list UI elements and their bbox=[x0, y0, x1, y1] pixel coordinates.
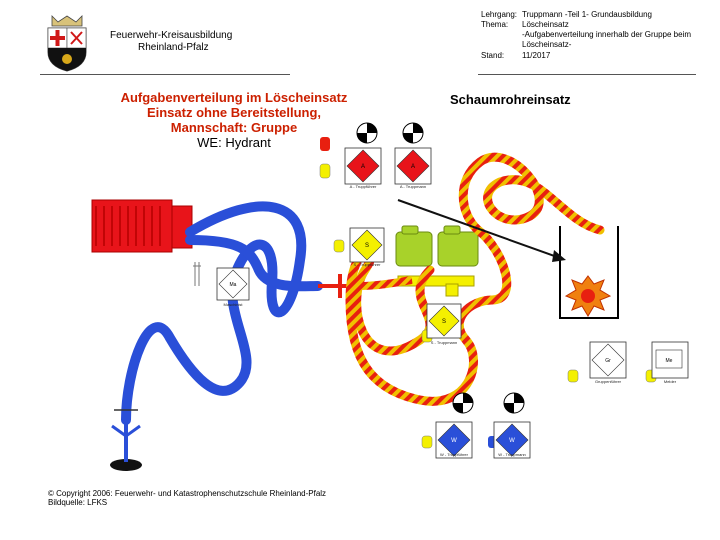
foam-nozzle-arrow bbox=[397, 199, 566, 262]
title-line-4: WE: Hydrant bbox=[197, 135, 271, 150]
header-divider-right bbox=[478, 74, 696, 75]
meta-row-topic: Thema: Löscheinsatz bbox=[481, 20, 701, 30]
meta-value: 11/2017 bbox=[522, 51, 551, 60]
symbol-a: A bbox=[361, 164, 365, 170]
footer-image-source: Bildquelle: LFKS bbox=[48, 498, 108, 507]
label-melder: Melder bbox=[663, 379, 677, 384]
fire-icon bbox=[564, 275, 612, 317]
meta-row-version: Stand: 11/2017 bbox=[481, 51, 701, 61]
label-w-truppfuehrer: W - Truppführer bbox=[439, 452, 468, 457]
meta-row-course: Lehrgang: Truppmann -Teil 1- Grundausbild… bbox=[481, 10, 701, 20]
header-divider-left bbox=[40, 74, 290, 75]
role-melder: Me bbox=[651, 341, 689, 379]
label-s-truppmann: S - Truppmann bbox=[430, 340, 458, 345]
footer-copyright: © Copyright 2006: Feuerwehr- und Katastr… bbox=[48, 489, 327, 498]
slide-title: Aufgabenverteilung im Löscheinsatz Einsa… bbox=[100, 90, 368, 150]
distributor-icon bbox=[318, 274, 362, 298]
meta-value: Truppmann -Teil 1- Grundausbildung bbox=[522, 10, 652, 19]
role-s-truppfuehrer: S bbox=[349, 227, 385, 263]
label-maschinist: Maschinist bbox=[223, 302, 243, 307]
role-maschinist: Ma bbox=[216, 267, 250, 301]
symbol-melder: Me bbox=[666, 358, 673, 364]
foam-hose-inlet bbox=[359, 276, 413, 290]
label-a-truppfuehrer: A - Truppführer bbox=[349, 184, 377, 189]
blue-hose-to-distributor bbox=[185, 235, 323, 292]
label-s-truppfuehrer: S - Truppführer bbox=[353, 262, 381, 267]
org-line-2: Rheinland-Pfalz bbox=[138, 42, 209, 53]
symbol-w: W bbox=[451, 438, 457, 444]
symbol-s: S bbox=[442, 319, 446, 325]
meta-key: Lehrgang: bbox=[481, 10, 518, 19]
role-a-truppfuehrer: A bbox=[344, 147, 382, 185]
role-w-truppmann: W bbox=[493, 421, 531, 459]
meta-value: Löscheinsatz bbox=[522, 20, 569, 29]
role-w-truppfuehrer: W bbox=[435, 421, 473, 459]
organization-name: Feuerwehr-Kreisausbildung Rheinland-Pfal… bbox=[110, 30, 280, 54]
title-line-3: Mannschaft: Gruppe bbox=[170, 120, 298, 135]
symbol-gruppenfuehrer: Gr bbox=[605, 358, 611, 364]
symbol-s: S bbox=[365, 243, 369, 249]
copyright-footer: © Copyright 2006: Feuerwehr- und Katastr… bbox=[48, 489, 326, 507]
symbol-a: A bbox=[411, 164, 415, 170]
foam-concentrate-canister-icon bbox=[395, 225, 479, 267]
label-a-truppmann: A - Truppmann bbox=[399, 184, 427, 189]
title-line-1: Aufgabenverteilung im Löscheinsatz bbox=[120, 90, 348, 105]
coat-of-arms-icon bbox=[44, 14, 90, 72]
symbol-maschinist: Ma bbox=[230, 282, 237, 288]
label-gruppenfuehrer: Gruppenführer bbox=[594, 379, 621, 384]
slide-subtitle: Schaumrohreinsatz bbox=[450, 92, 571, 107]
leader-marker-icons bbox=[356, 122, 525, 414]
label-w-truppmann: W - Truppmann bbox=[498, 452, 526, 457]
meta-key: Stand: bbox=[481, 51, 505, 60]
container-outline bbox=[559, 226, 619, 319]
meta-value: -Aufgabenverteilung innerhalb der Gruppe… bbox=[522, 30, 691, 49]
fire-truck-icon bbox=[91, 199, 193, 253]
role-gruppenfuehrer: Gr bbox=[589, 341, 627, 379]
course-meta: Lehrgang: Truppmann -Teil 1- Grundausbild… bbox=[481, 10, 701, 61]
role-a-truppmann: A bbox=[394, 147, 432, 185]
foam-hose bbox=[345, 152, 605, 406]
meta-key: Thema: bbox=[481, 20, 509, 29]
org-line-1: Feuerwehr-Kreisausbildung bbox=[110, 30, 233, 41]
title-line-2: Einsatz ohne Bereitstellung, bbox=[146, 105, 322, 120]
hydrant-icon bbox=[110, 409, 142, 471]
meta-row-topic-detail: -Aufgabenverteilung innerhalb der Gruppe… bbox=[481, 30, 701, 50]
symbol-w: W bbox=[509, 438, 515, 444]
role-s-truppmann: S bbox=[426, 303, 462, 339]
